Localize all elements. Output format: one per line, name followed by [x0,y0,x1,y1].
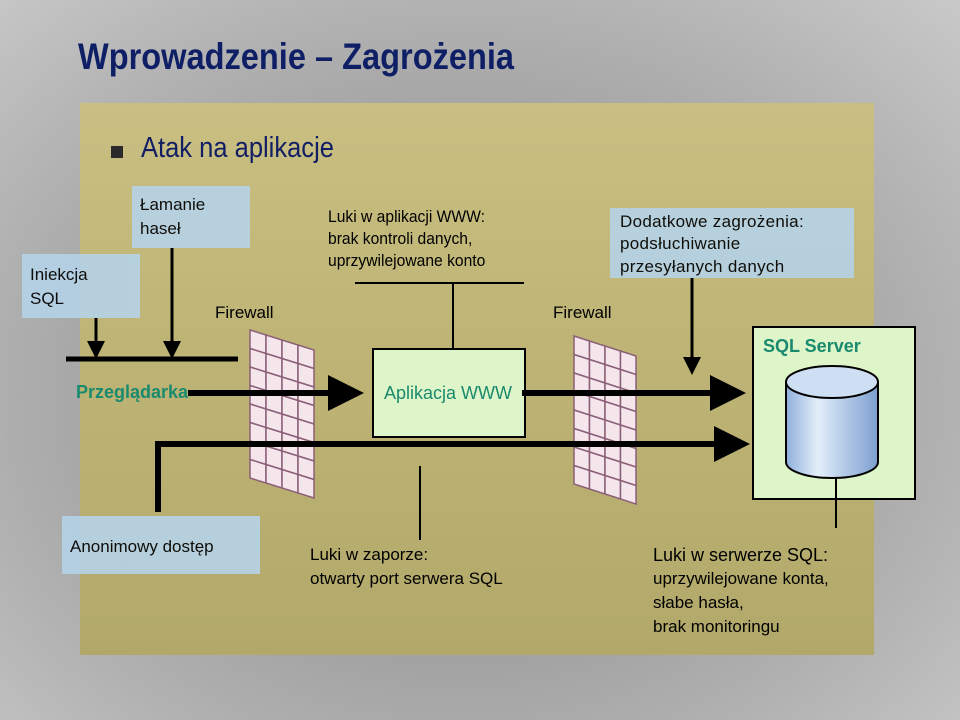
password-cracking-callout: Łamanie haseł [132,186,250,248]
anonymous-access-callout: Anonimowy dostęp [62,516,260,574]
sql-injection-callout: Iniekcja SQL [22,254,140,318]
firewall-flaws-text: Luki w zaporze: otwarty port serwera SQL [310,543,503,591]
bullet-text: Atak na aplikacje [141,132,334,164]
web-app-flaws-line-1: Luki w aplikacji WWW: [328,207,486,226]
sql-server-flaws-line-2: uprzywilejowane konta, [653,569,829,588]
sql-injection-line-1: Iniekcja [30,265,88,284]
firewall-flaws-line-1: Luki w zaporze: [310,545,429,564]
sql-server-flaws-line-4: brak monitoringu [653,617,780,636]
password-cracking-line-1: Łamanie [140,195,206,214]
firewall-right-icon [573,334,637,506]
extra-threats-callout: Dodatkowe zagrożenia: podsłuchiwanie prz… [610,208,854,278]
anonymous-path-line [155,441,730,512]
anonymous-access-label: Anonimowy dostęp [70,537,214,556]
web-app-flaws-line-2: brak kontroli danych, [328,229,473,248]
database-icon [785,365,879,479]
slide-title: Wprowadzenie – Zagrożenia [78,36,515,77]
firewall-right-label: Firewall [553,303,612,322]
extra-threats-line-1: Dodatkowe zagrożenia: [620,212,804,231]
browser-label: Przeglądarka [76,382,189,402]
web-app-flaws-line-3: uprzywilejowane konto [328,251,486,270]
web-application-label: Aplikacja WWW [384,383,513,403]
firewall-flaws-line-2: otwarty port serwera SQL [310,569,503,588]
sql-server-flaws-text: Luki w serwerze SQL: uprzywilejowane kon… [653,543,829,639]
extra-threats-line-3: przesyłanych danych [620,257,785,276]
firewall-left-label: Firewall [215,303,274,322]
sql-server-flaws-line-3: słabe hasła, [653,593,744,612]
sql-injection-line-2: SQL [30,289,65,308]
firewall-left-icon [249,328,315,500]
sql-server-flaws-line-1: Luki w serwerze SQL: [653,545,829,565]
password-cracking-line-2: haseł [140,219,181,238]
extra-threats-line-2: podsłuchiwanie [620,234,741,253]
web-app-flaws-text: Luki w aplikacji WWW: brak kontroli dany… [328,206,485,272]
sql-server-label: SQL Server [763,336,861,356]
bullet-marker [111,146,123,158]
